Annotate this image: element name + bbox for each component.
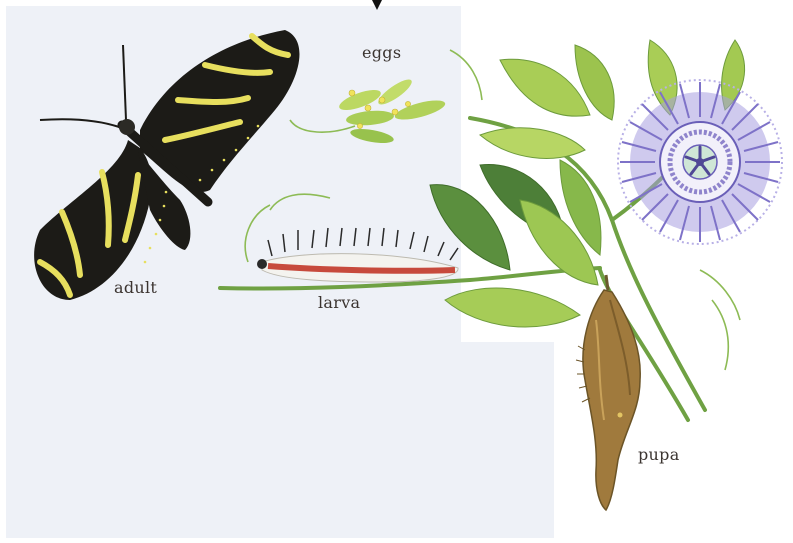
larva-label: larva [318,293,360,312]
adult-butterfly [34,30,299,300]
leaf [430,185,510,270]
flower-buds [337,76,447,146]
leaf [480,128,585,159]
adult-label: adult [114,278,157,297]
leaf [500,59,590,116]
pupa-label: pupa [638,445,680,464]
passion-flower [618,80,782,244]
top-marker-triangle [372,0,382,10]
larva-caterpillar [257,228,458,282]
pupa-chrysalis [576,275,640,510]
eggs-label: eggs [362,43,401,62]
leaf [445,288,580,327]
